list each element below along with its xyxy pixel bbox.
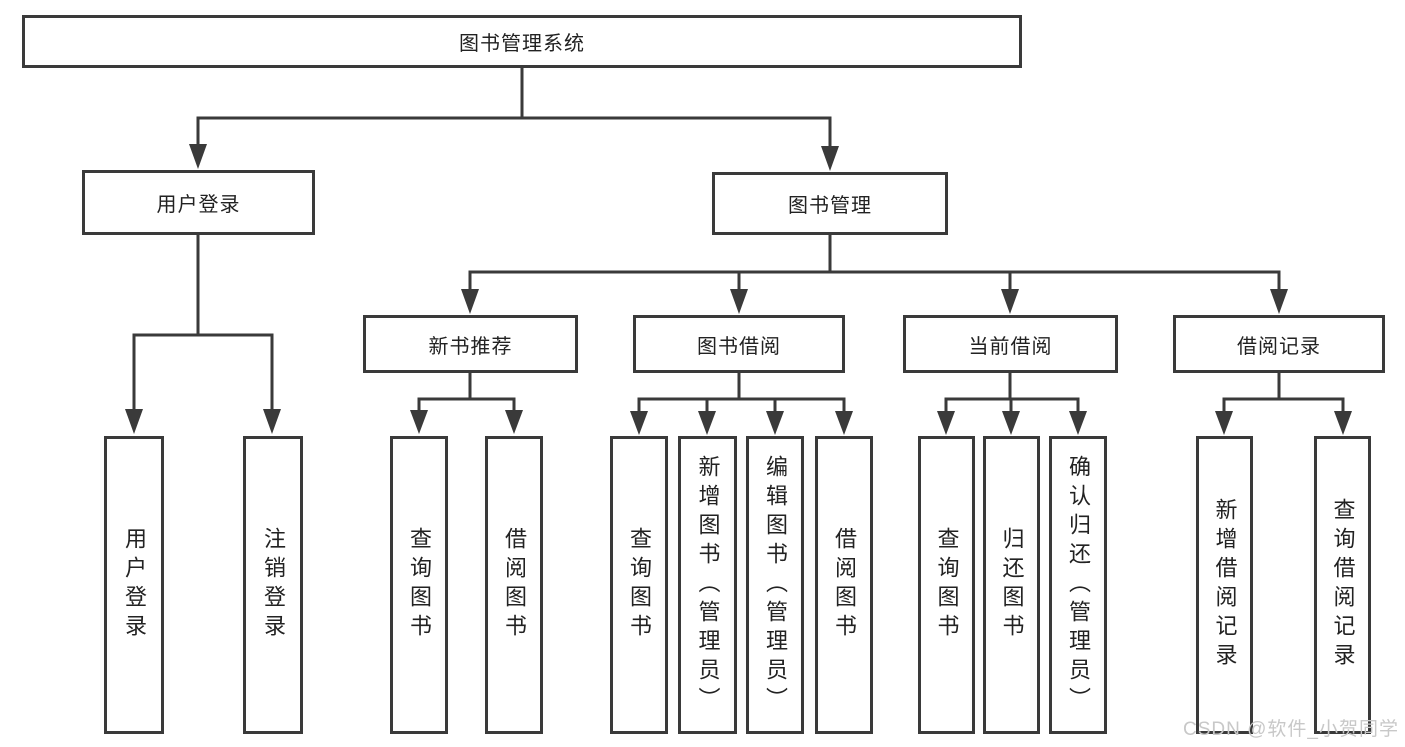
node-book-borrow: 图书借阅: [633, 315, 845, 373]
leaf-label: 确认归还（管理员）: [1066, 454, 1091, 716]
arrowheads: [125, 144, 1352, 435]
leaf-label: 查询借阅记录: [1330, 498, 1356, 672]
leaf-confirm-return-admin: 确认归还（管理员）: [1049, 436, 1107, 734]
leaf-label: 编辑图书（管理员）: [763, 454, 788, 716]
csdn-watermark: CSDN @软件_小贺同学: [1183, 719, 1399, 740]
leaf-query-borrow-record: 查询借阅记录: [1314, 436, 1371, 734]
node-user-login: 用户登录: [82, 170, 315, 235]
leaf-label: 用户登录: [122, 527, 147, 643]
node-root: 图书管理系统: [22, 15, 1022, 68]
node-borrow-record: 借阅记录: [1173, 315, 1385, 373]
leaf-return-book: 归还图书: [983, 436, 1040, 734]
node-current-borrow: 当前借阅: [903, 315, 1118, 373]
leaf-edit-book-admin: 编辑图书（管理员）: [746, 436, 804, 734]
leaf-query-book-newbook: 查询图书: [390, 436, 448, 734]
leaf-add-borrow-record: 新增借阅记录: [1196, 436, 1253, 734]
leaf-label: 借阅图书: [832, 527, 857, 643]
leaf-label: 查询图书: [934, 527, 960, 643]
leaf-label: 注销登录: [261, 527, 286, 643]
leaf-label: 新增图书（管理员）: [695, 454, 721, 716]
leaf-label: 查询图书: [407, 527, 432, 643]
node-book-management: 图书管理: [712, 172, 948, 235]
leaf-label: 归还图书: [999, 527, 1025, 643]
leaf-logout: 注销登录: [243, 436, 303, 734]
leaf-borrow-book-newbook: 借阅图书: [485, 436, 543, 734]
leaf-label: 查询图书: [627, 527, 652, 643]
leaf-borrow-book: 借阅图书: [815, 436, 873, 734]
leaf-add-book-admin: 新增图书（管理员）: [678, 436, 737, 734]
leaf-query-book-borrow: 查询图书: [610, 436, 668, 734]
leaf-user-login: 用户登录: [104, 436, 164, 734]
node-new-book-recommend: 新书推荐: [363, 315, 578, 373]
leaf-label: 借阅图书: [502, 527, 527, 643]
leaf-label: 新增借阅记录: [1212, 498, 1238, 672]
leaf-query-book-current: 查询图书: [918, 436, 975, 734]
